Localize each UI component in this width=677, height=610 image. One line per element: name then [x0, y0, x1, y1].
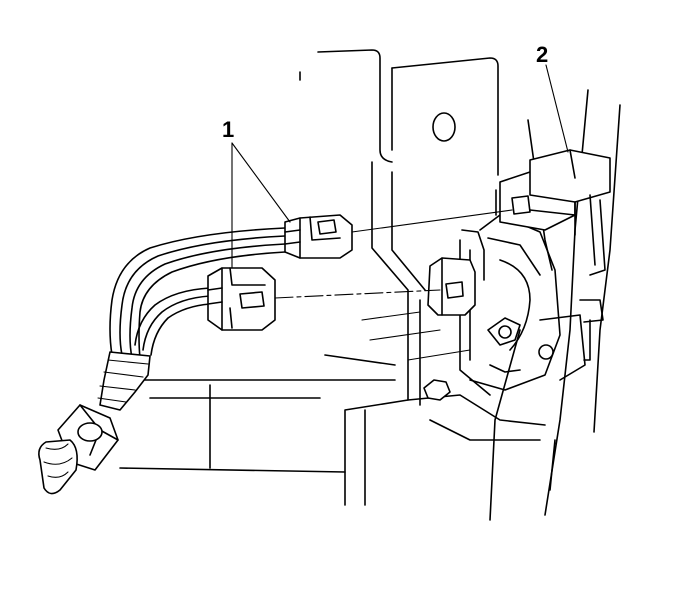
- callout-2: 2: [536, 42, 548, 67]
- wiring-harness: [38, 227, 286, 495]
- latch-bolt: [538, 344, 554, 360]
- mating-receptacle: [427, 229, 485, 316]
- harness-connector-upper: [284, 214, 353, 259]
- door-panel: [119, 49, 546, 506]
- latch-assembly: [423, 89, 621, 521]
- callout-1: 1: [222, 117, 234, 142]
- connection-line-lower: [274, 289, 441, 299]
- hex-bolt: [423, 379, 451, 401]
- leader-line-1a: [231, 142, 291, 223]
- connection-lines: [274, 209, 513, 299]
- harness-connector-lower: [207, 267, 276, 331]
- connection-line-upper: [351, 209, 513, 233]
- module-connector: [499, 149, 611, 266]
- pivot-bolt: [498, 325, 512, 339]
- leader-lines: [231, 64, 569, 269]
- mounting-hole: [432, 112, 456, 142]
- leader-line-2: [545, 64, 569, 153]
